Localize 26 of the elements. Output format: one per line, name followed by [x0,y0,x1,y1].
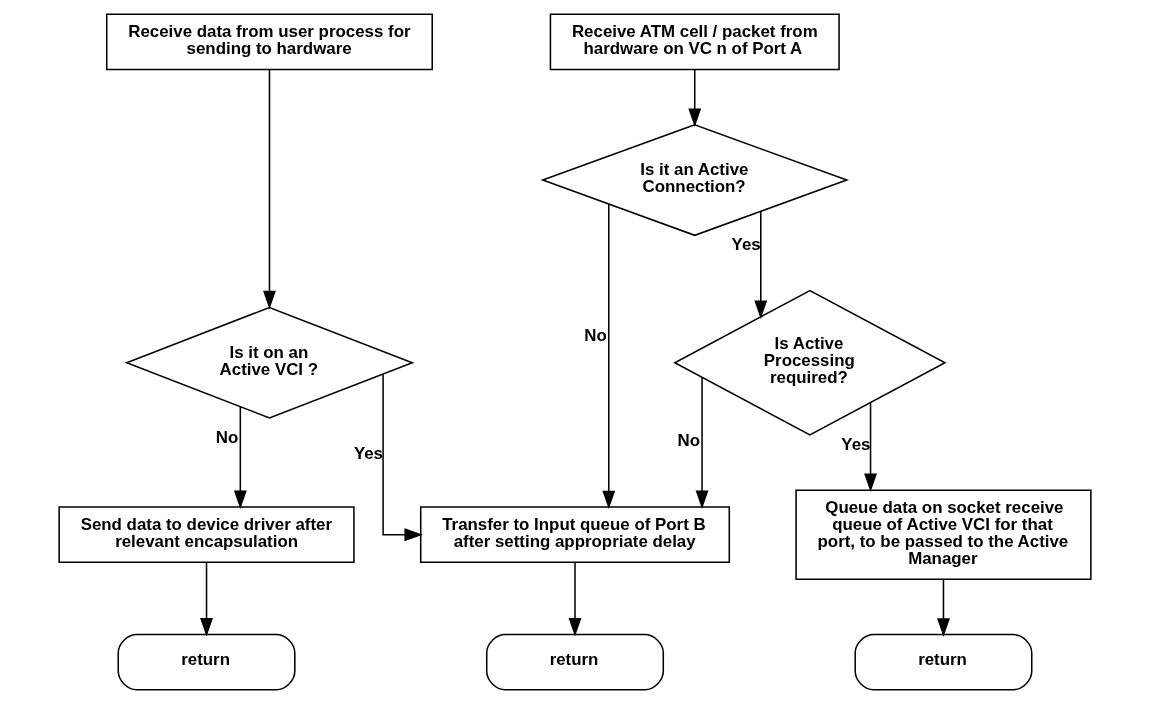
arrow [199,561,213,637]
node-box: Queue data on socket receive queue of Active VCI for that port, to be passed to the Active Manager [794,489,1092,580]
node-diamond: Is it on an Active VCI ? [124,306,414,419]
edge-label: No [215,427,238,447]
arrow [233,406,247,510]
edge-label: Yes [353,444,383,464]
node-box: return [117,633,296,691]
arrow [381,373,423,542]
node-box: Receive data from user process for sending to hardware [105,13,433,71]
node-box: Receive ATM cell / packet from hardware on VC n of Port A [549,13,840,71]
arrow [687,69,701,128]
arrow [262,69,276,310]
node-box: return [485,633,664,691]
arrow [695,376,708,509]
arrow [936,578,950,637]
edge-label: Yes [840,435,870,455]
node-diamond: Is it an Active Connection? [540,123,849,237]
arrow [568,561,581,637]
arrow [863,401,877,492]
node-box: Transfer to Input queue of Port B after setting appropriate delay [419,506,730,564]
edge-label: No [583,326,607,346]
arrow [601,203,615,510]
node-box: return [853,633,1032,691]
arrow [753,210,767,320]
node-box: Send data to device driver after relevant encapsulation [57,506,355,564]
edge-label: Yes [731,234,761,254]
